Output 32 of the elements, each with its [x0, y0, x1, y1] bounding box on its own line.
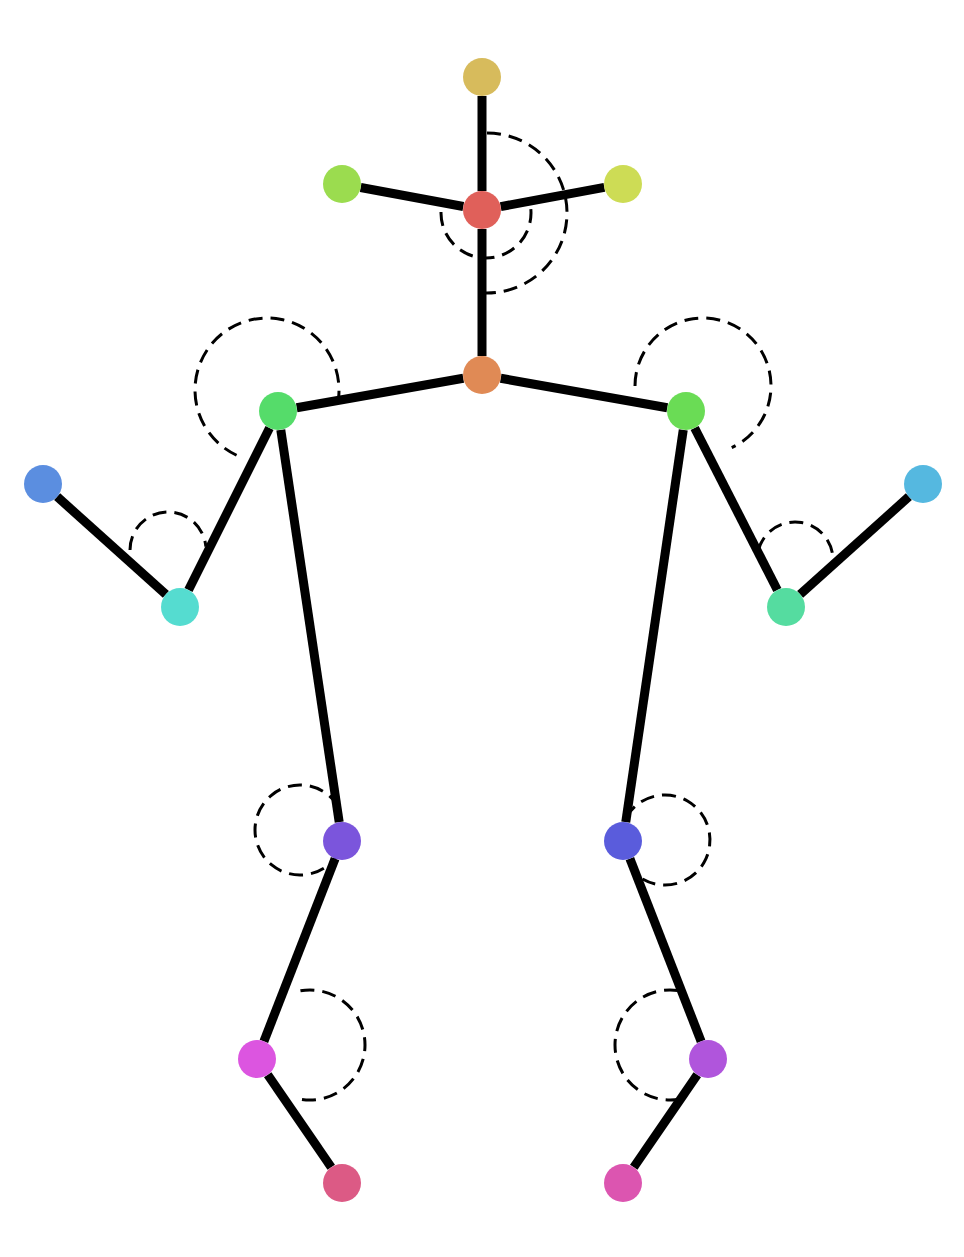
limb-line: [621, 429, 688, 823]
limb-line: [630, 1072, 701, 1170]
joint-dot: [323, 165, 361, 203]
limb-line: [477, 96, 487, 191]
joint-dot: [689, 1040, 727, 1078]
joint-dot: [604, 822, 642, 860]
limb-line: [295, 373, 465, 413]
limb-line: [184, 425, 274, 593]
joint-dot: [604, 165, 642, 203]
limb-line: [276, 429, 344, 823]
joint-dot: [904, 465, 942, 503]
limb-line: [690, 425, 782, 593]
joint-dot: [463, 356, 501, 394]
limb-line: [54, 493, 169, 598]
joint-dot: [238, 1040, 276, 1078]
joint-dot: [463, 191, 501, 229]
limb-line: [259, 857, 340, 1043]
joint-dot: [161, 588, 199, 626]
joint-dot: [323, 822, 361, 860]
joint-dot: [767, 588, 805, 626]
limb-line: [264, 1072, 335, 1170]
limb-line: [477, 229, 487, 356]
limb-line: [797, 493, 912, 598]
limb-line: [625, 857, 706, 1043]
joint-dot: [259, 392, 297, 430]
joint-dot: [24, 465, 62, 503]
joint-dot: [463, 58, 501, 96]
limb-line: [359, 183, 465, 211]
limb-line: [499, 373, 669, 413]
joint-dot: [604, 1164, 642, 1202]
joint-dot: [667, 392, 705, 430]
joint-dot: [323, 1164, 361, 1202]
